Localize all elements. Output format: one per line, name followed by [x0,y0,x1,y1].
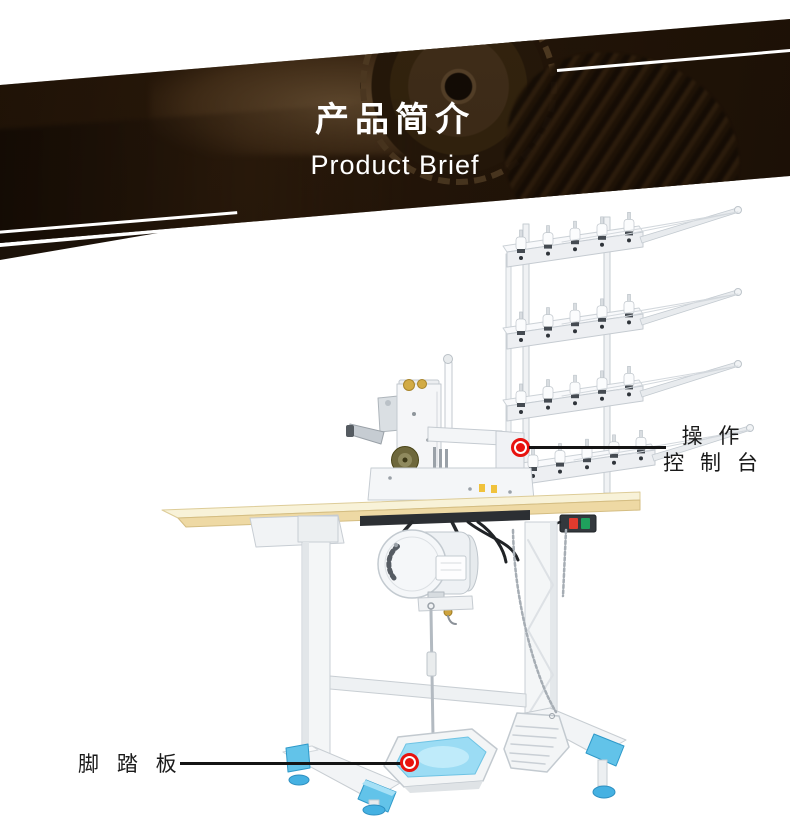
product-illustration [161,206,754,816]
header-banner: 产品简介 Product Brief [0,0,790,262]
callout-dot-core [516,443,525,452]
page-subtitle: Product Brief [310,150,480,180]
callout-dot-pedal [400,753,419,772]
console-label-line2: 控 制 台 [663,452,763,475]
callout-dot-console [511,438,530,457]
callout-line-pedal [180,762,402,765]
page-title: 产品简介 [315,101,475,139]
callout-dot-core [405,758,414,767]
console-label-line1: 操 作 [681,425,745,448]
callout-label-console: 操 作 控 制 台 [658,423,768,477]
callout-line-console [529,446,666,449]
product-area: 操 作 控 制 台 脚 踏 板 [0,200,790,817]
callout-label-pedal: 脚 踏 板 [78,753,183,776]
